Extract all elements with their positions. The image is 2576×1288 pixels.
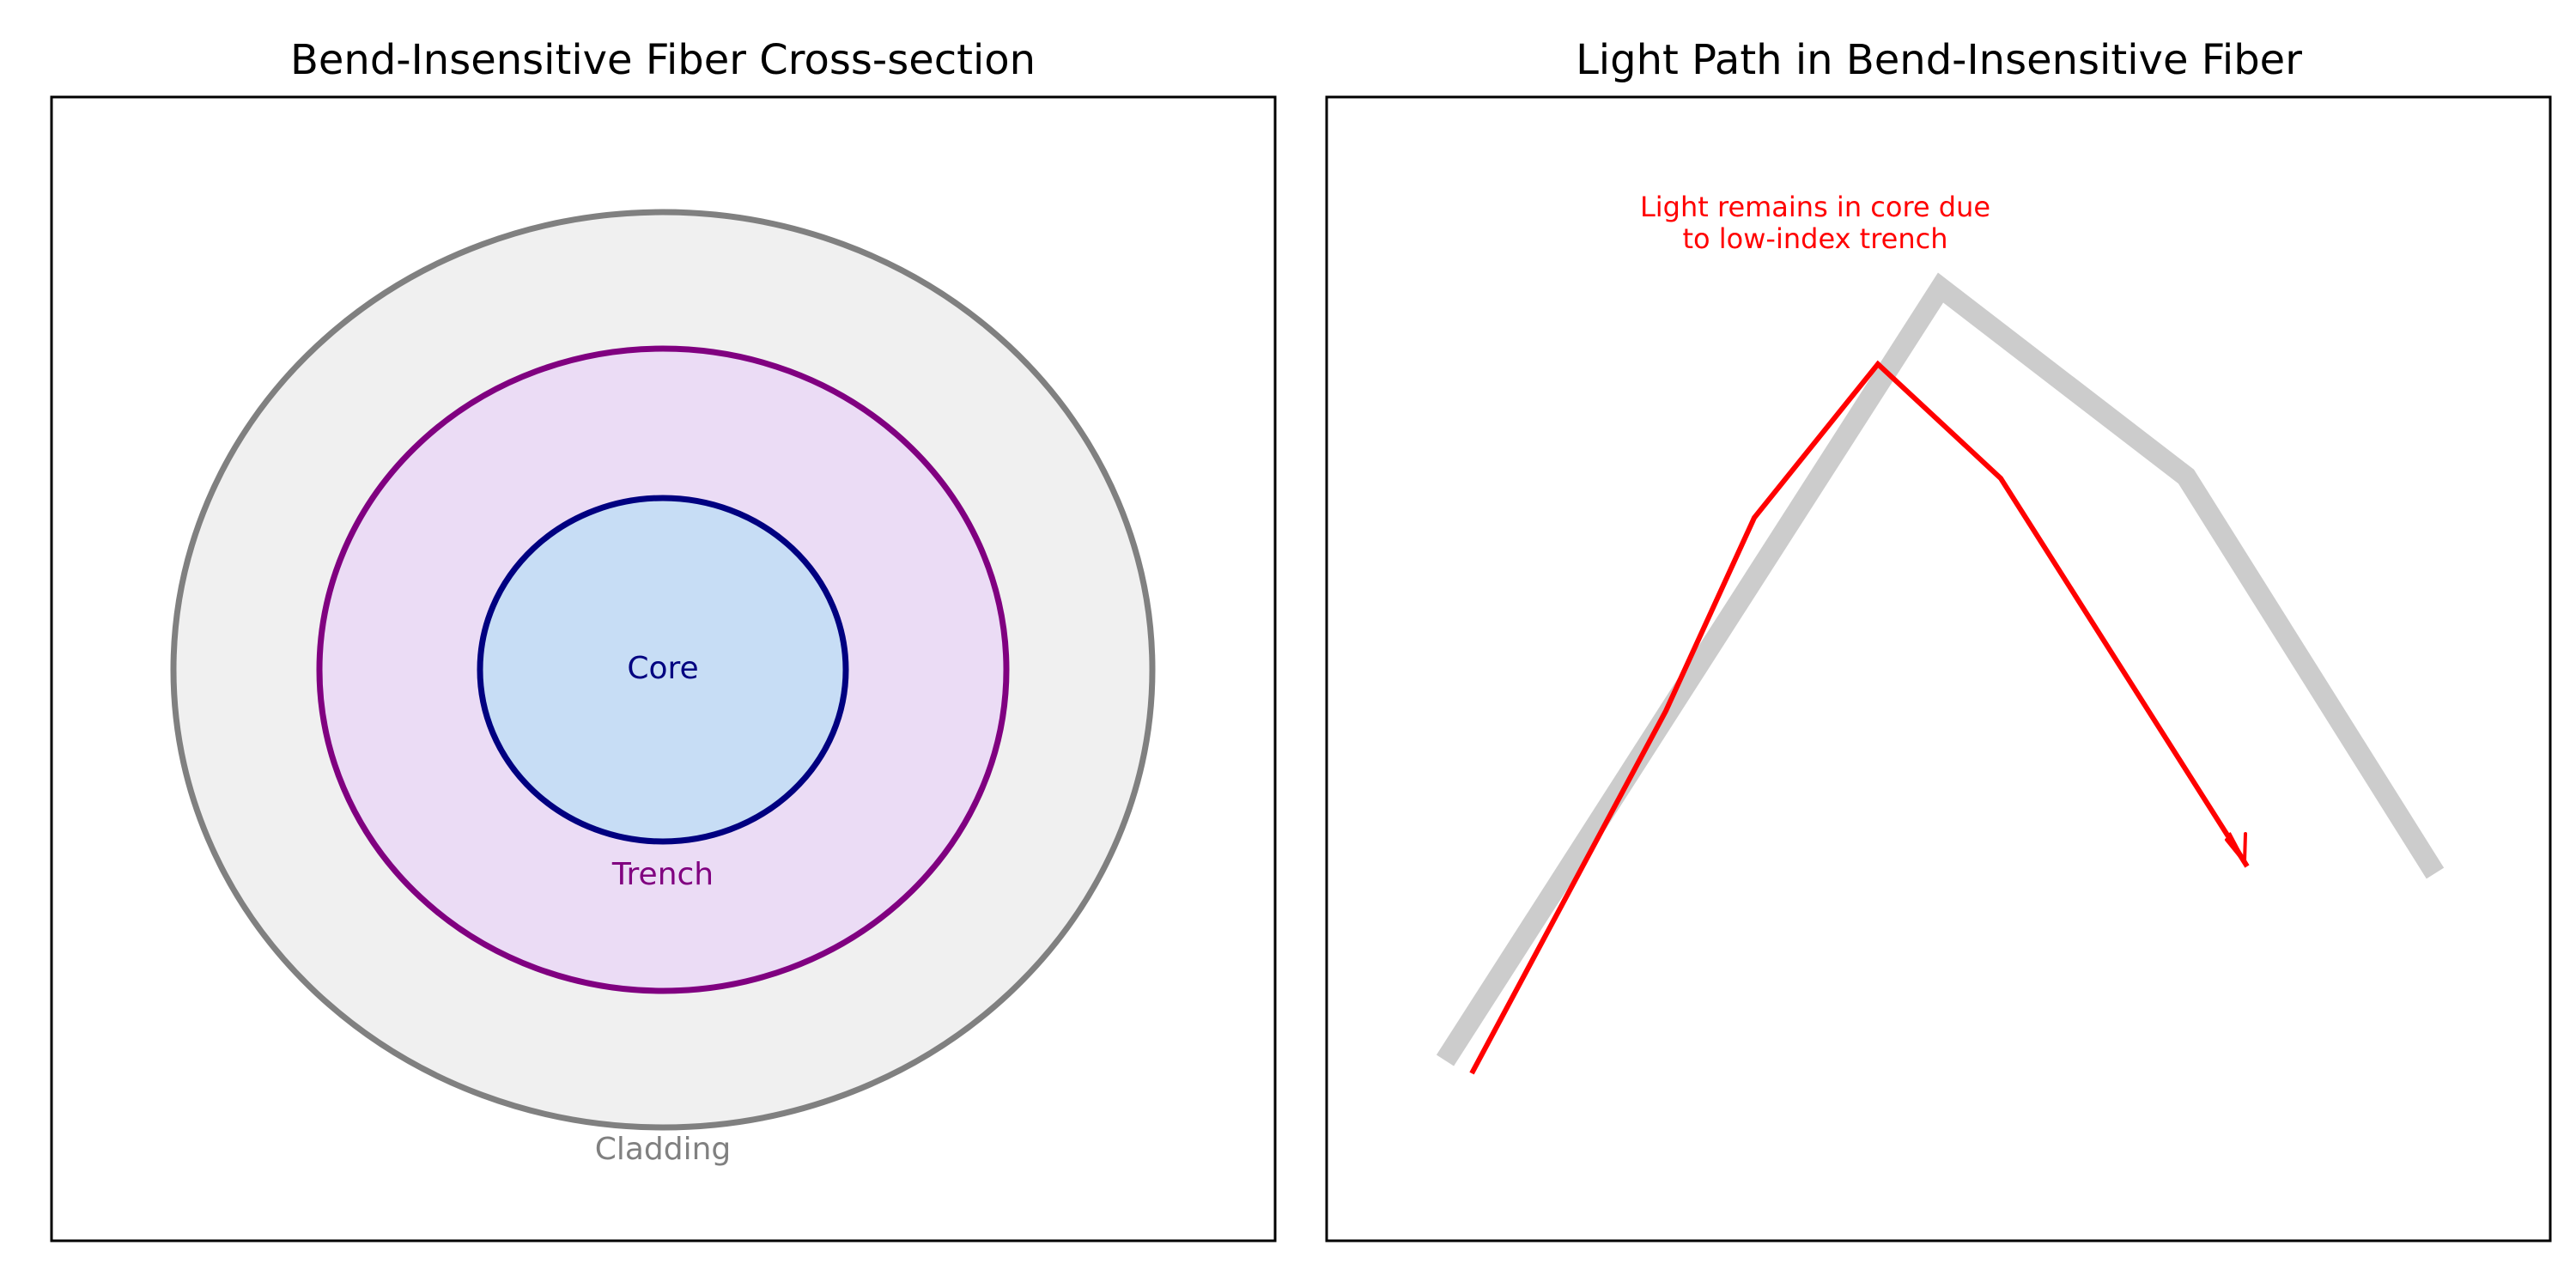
- light-ray: [1469, 360, 2247, 1075]
- light-path-panel: Light Path in Bend-Insensitive Fiber Lig…: [1325, 36, 2552, 1242]
- cross-section-frame: [50, 95, 1277, 1242]
- annotation-line-2: to low-index trench: [1682, 222, 1947, 255]
- fiber-path: [1436, 272, 2445, 1066]
- cross-section-title: Bend-Insensitive Fiber Cross-section: [290, 36, 1036, 84]
- trench-label: Trench: [611, 857, 714, 892]
- annotation-line-1: Light remains in core due: [1640, 191, 1990, 223]
- light-path-frame: [1325, 95, 2552, 1242]
- light-ray-tail: [2233, 847, 2250, 868]
- core-label: Core: [627, 651, 698, 686]
- cross-section-panel: Bend-Insensitive Fiber Cross-section Cor…: [50, 36, 1277, 1242]
- light-path-title: Light Path in Bend-Insensitive Fiber: [1576, 36, 2302, 84]
- cladding-label: Cladding: [595, 1132, 732, 1167]
- core-layer: [477, 495, 849, 845]
